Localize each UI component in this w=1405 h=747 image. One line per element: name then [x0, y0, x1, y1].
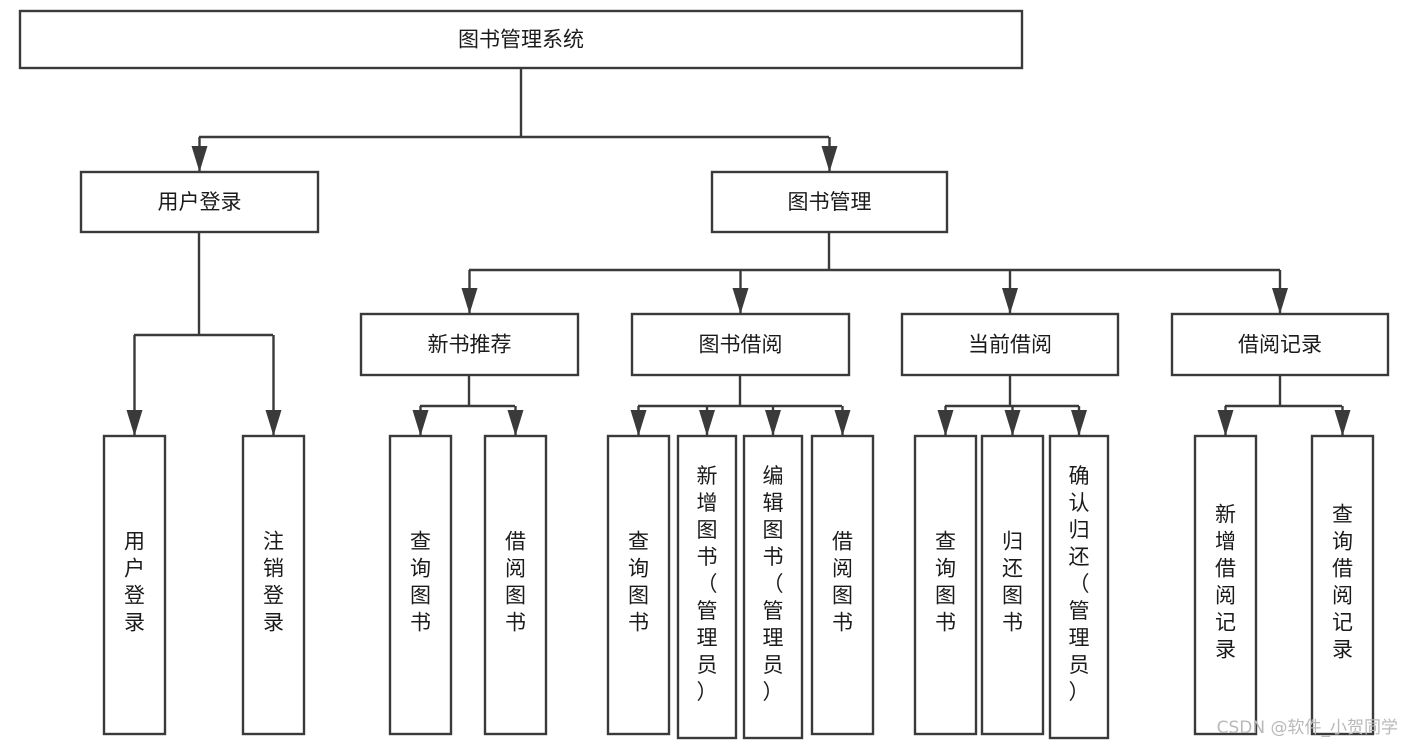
- arrow-head-icon: [630, 410, 647, 436]
- node-book-management[interactable]: 图书管理: [710, 170, 949, 234]
- node-current-borrow-rect[interactable]: [900, 312, 1120, 377]
- node-leaf-query-book-borrow-label: 查询图书: [628, 530, 649, 635]
- node-leaf-user-login[interactable]: 用户登录: [102, 434, 167, 736]
- node-book-management-label: 图书管理: [788, 190, 872, 214]
- node-leaf-user-login-label: 用户登录: [124, 530, 145, 635]
- node-leaf-query-book-rec[interactable]: 查询图书: [388, 434, 453, 736]
- node-leaf-query-book-rec-rect[interactable]: [388, 434, 453, 736]
- arrow-head-icon: [507, 410, 524, 436]
- node-leaf-confirm-return-admin-label: 确认归还（管理员）: [1069, 464, 1090, 704]
- node-book-borrow[interactable]: 图书借阅: [630, 312, 851, 377]
- node-leaf-query-book-cur-label: 查询图书: [935, 530, 956, 635]
- node-leaf-return-book-rect[interactable]: [980, 434, 1045, 736]
- node-leaf-return-book[interactable]: 归还图书: [980, 434, 1045, 736]
- arrow-head-icon: [1004, 410, 1021, 436]
- node-leaf-query-book-cur-rect[interactable]: [913, 434, 978, 736]
- arrow-head-icon: [1217, 410, 1234, 436]
- node-leaf-query-borrow-record-label: 查询借阅记录: [1332, 503, 1353, 662]
- arrow-head-icon: [1334, 410, 1351, 436]
- node-borrow-record-label: 借阅记录: [1238, 333, 1322, 357]
- node-leaf-borrow-book-rect[interactable]: [810, 434, 875, 736]
- node-book-management-rect[interactable]: [710, 170, 949, 234]
- node-leaf-query-borrow-record-rect[interactable]: [1310, 434, 1375, 736]
- node-leaf-query-book-borrow-rect[interactable]: [606, 434, 671, 736]
- arrow-head-icon: [1071, 410, 1087, 436]
- node-leaf-confirm-return-admin-rect[interactable]: [1048, 434, 1110, 740]
- node-leaf-logout-rect[interactable]: [241, 434, 306, 736]
- arrow-head-icon: [126, 410, 143, 436]
- node-borrow-record-rect[interactable]: [1170, 312, 1390, 377]
- arrow-head-icon: [699, 410, 715, 436]
- boxes-layer: 图书管理系统用户登录图书管理新书推荐图书借阅当前借阅借阅记录用户登录注销登录查询…: [18, 9, 1390, 740]
- arrow-head-icon: [1272, 288, 1288, 314]
- node-user-login-rect[interactable]: [79, 170, 320, 234]
- connectors-layer: [126, 68, 1351, 436]
- arrow-head-icon: [732, 288, 749, 314]
- arrow-head-icon: [461, 288, 478, 314]
- arrow-head-icon: [1002, 288, 1018, 314]
- arrow-head-icon: [937, 410, 954, 436]
- node-borrow-record[interactable]: 借阅记录: [1170, 312, 1390, 377]
- node-new-book-recommend-label: 新书推荐: [428, 333, 512, 357]
- node-book-borrow-rect[interactable]: [630, 312, 851, 377]
- node-leaf-user-login-rect[interactable]: [102, 434, 167, 736]
- node-root-rect[interactable]: [18, 9, 1024, 70]
- node-leaf-edit-book-admin[interactable]: 编辑图书（管理员）: [742, 434, 804, 740]
- arrow-head-icon: [765, 410, 781, 436]
- node-leaf-add-borrow-record[interactable]: 新增借阅记录: [1193, 434, 1258, 736]
- node-leaf-query-book-rec-label: 查询图书: [410, 530, 431, 635]
- arrow-head-icon: [265, 410, 282, 436]
- node-leaf-logout[interactable]: 注销登录: [241, 434, 306, 736]
- node-leaf-edit-book-admin-rect[interactable]: [742, 434, 804, 740]
- node-leaf-confirm-return-admin[interactable]: 确认归还（管理员）: [1048, 434, 1110, 740]
- node-leaf-query-book-borrow[interactable]: 查询图书: [606, 434, 671, 736]
- node-leaf-borrow-book-rec-label: 借阅图书: [505, 530, 526, 635]
- node-current-borrow[interactable]: 当前借阅: [900, 312, 1120, 377]
- node-leaf-borrow-book-rec-rect[interactable]: [483, 434, 548, 736]
- node-user-login[interactable]: 用户登录: [79, 170, 320, 234]
- arrow-head-icon: [834, 410, 851, 436]
- node-leaf-add-book-admin-rect[interactable]: [676, 434, 738, 740]
- node-root-label: 图书管理系统: [458, 28, 584, 52]
- node-book-borrow-label: 图书借阅: [699, 333, 783, 357]
- node-leaf-add-borrow-record-rect[interactable]: [1193, 434, 1258, 736]
- node-leaf-query-book-cur[interactable]: 查询图书: [913, 434, 978, 736]
- node-current-borrow-label: 当前借阅: [968, 333, 1052, 357]
- node-user-login-label: 用户登录: [158, 190, 242, 214]
- node-new-book-recommend-rect[interactable]: [359, 312, 580, 377]
- node-root[interactable]: 图书管理系统: [18, 9, 1024, 70]
- node-leaf-borrow-book-label: 借阅图书: [832, 530, 853, 635]
- node-leaf-edit-book-admin-label: 编辑图书（管理员）: [763, 464, 784, 704]
- node-leaf-borrow-book[interactable]: 借阅图书: [810, 434, 875, 736]
- node-leaf-query-borrow-record[interactable]: 查询借阅记录: [1310, 434, 1375, 736]
- arrow-head-icon: [191, 146, 208, 172]
- node-leaf-add-borrow-record-label: 新增借阅记录: [1215, 503, 1236, 662]
- node-leaf-borrow-book-rec[interactable]: 借阅图书: [483, 434, 548, 736]
- watermark-layer: CSDN @软件_小贺同学: [1217, 718, 1398, 738]
- node-leaf-logout-label: 注销登录: [263, 530, 284, 635]
- node-new-book-recommend[interactable]: 新书推荐: [359, 312, 580, 377]
- node-leaf-add-book-admin-label: 新增图书（管理员）: [697, 464, 718, 704]
- arrow-head-icon: [821, 146, 838, 172]
- node-leaf-return-book-label: 归还图书: [1002, 530, 1023, 635]
- node-leaf-add-book-admin[interactable]: 新增图书（管理员）: [676, 434, 738, 740]
- csdn-watermark: CSDN @软件_小贺同学: [1217, 718, 1398, 738]
- arrow-head-icon: [412, 410, 429, 436]
